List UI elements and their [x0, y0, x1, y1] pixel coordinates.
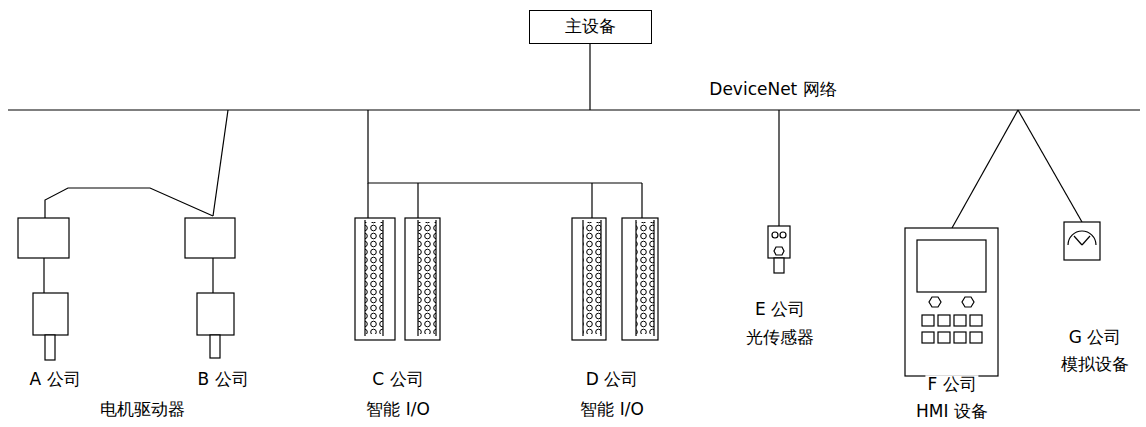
hmi-device [905, 228, 998, 376]
drop-line [367, 183, 368, 218]
link-line [45, 188, 213, 218]
device-label: HMI 设备 [914, 402, 990, 422]
device-label: 智能 I/O [578, 400, 646, 420]
io-module [572, 218, 606, 340]
io-module [622, 218, 658, 340]
motor-shaft [45, 335, 55, 360]
drop-line [778, 110, 779, 226]
drop-line [1018, 110, 1082, 222]
device-label: E 公司 [753, 300, 807, 320]
device-label: 智能 I/O [364, 400, 432, 420]
device-label: 光传感器 [744, 328, 816, 348]
drop-line [417, 183, 418, 218]
network-label: DeviceNet 网络 [707, 80, 838, 100]
drop-line [641, 183, 642, 218]
device-label: 模拟设备 [1059, 355, 1131, 375]
drop-line [213, 110, 228, 216]
link-line [368, 110, 642, 183]
motor-shaft [210, 335, 220, 358]
drive-box [185, 218, 235, 258]
motor-box [33, 293, 68, 335]
device-label: D 公司 [584, 370, 641, 390]
device-box: 主设备 [529, 10, 652, 44]
drive-box [18, 218, 69, 258]
device-label: A 公司 [27, 370, 82, 390]
motor-box [197, 293, 234, 335]
device-label: F 公司 [925, 375, 978, 395]
io-module [405, 218, 440, 340]
link-line [212, 258, 213, 293]
sensor-symbol [768, 226, 790, 273]
device-label: B 公司 [195, 370, 250, 390]
device-label: C 公司 [370, 370, 425, 390]
io-module [355, 218, 395, 340]
device-label: 电机驱动器 [98, 400, 187, 420]
device-label: G 公司 [1067, 328, 1124, 348]
drop-line [952, 110, 1018, 228]
analog-device [1064, 222, 1100, 260]
bus-line [8, 109, 1140, 110]
drop-line [591, 183, 592, 218]
link-line [43, 258, 44, 293]
drop-line [589, 44, 590, 110]
box-text: 主设备 [565, 17, 616, 37]
